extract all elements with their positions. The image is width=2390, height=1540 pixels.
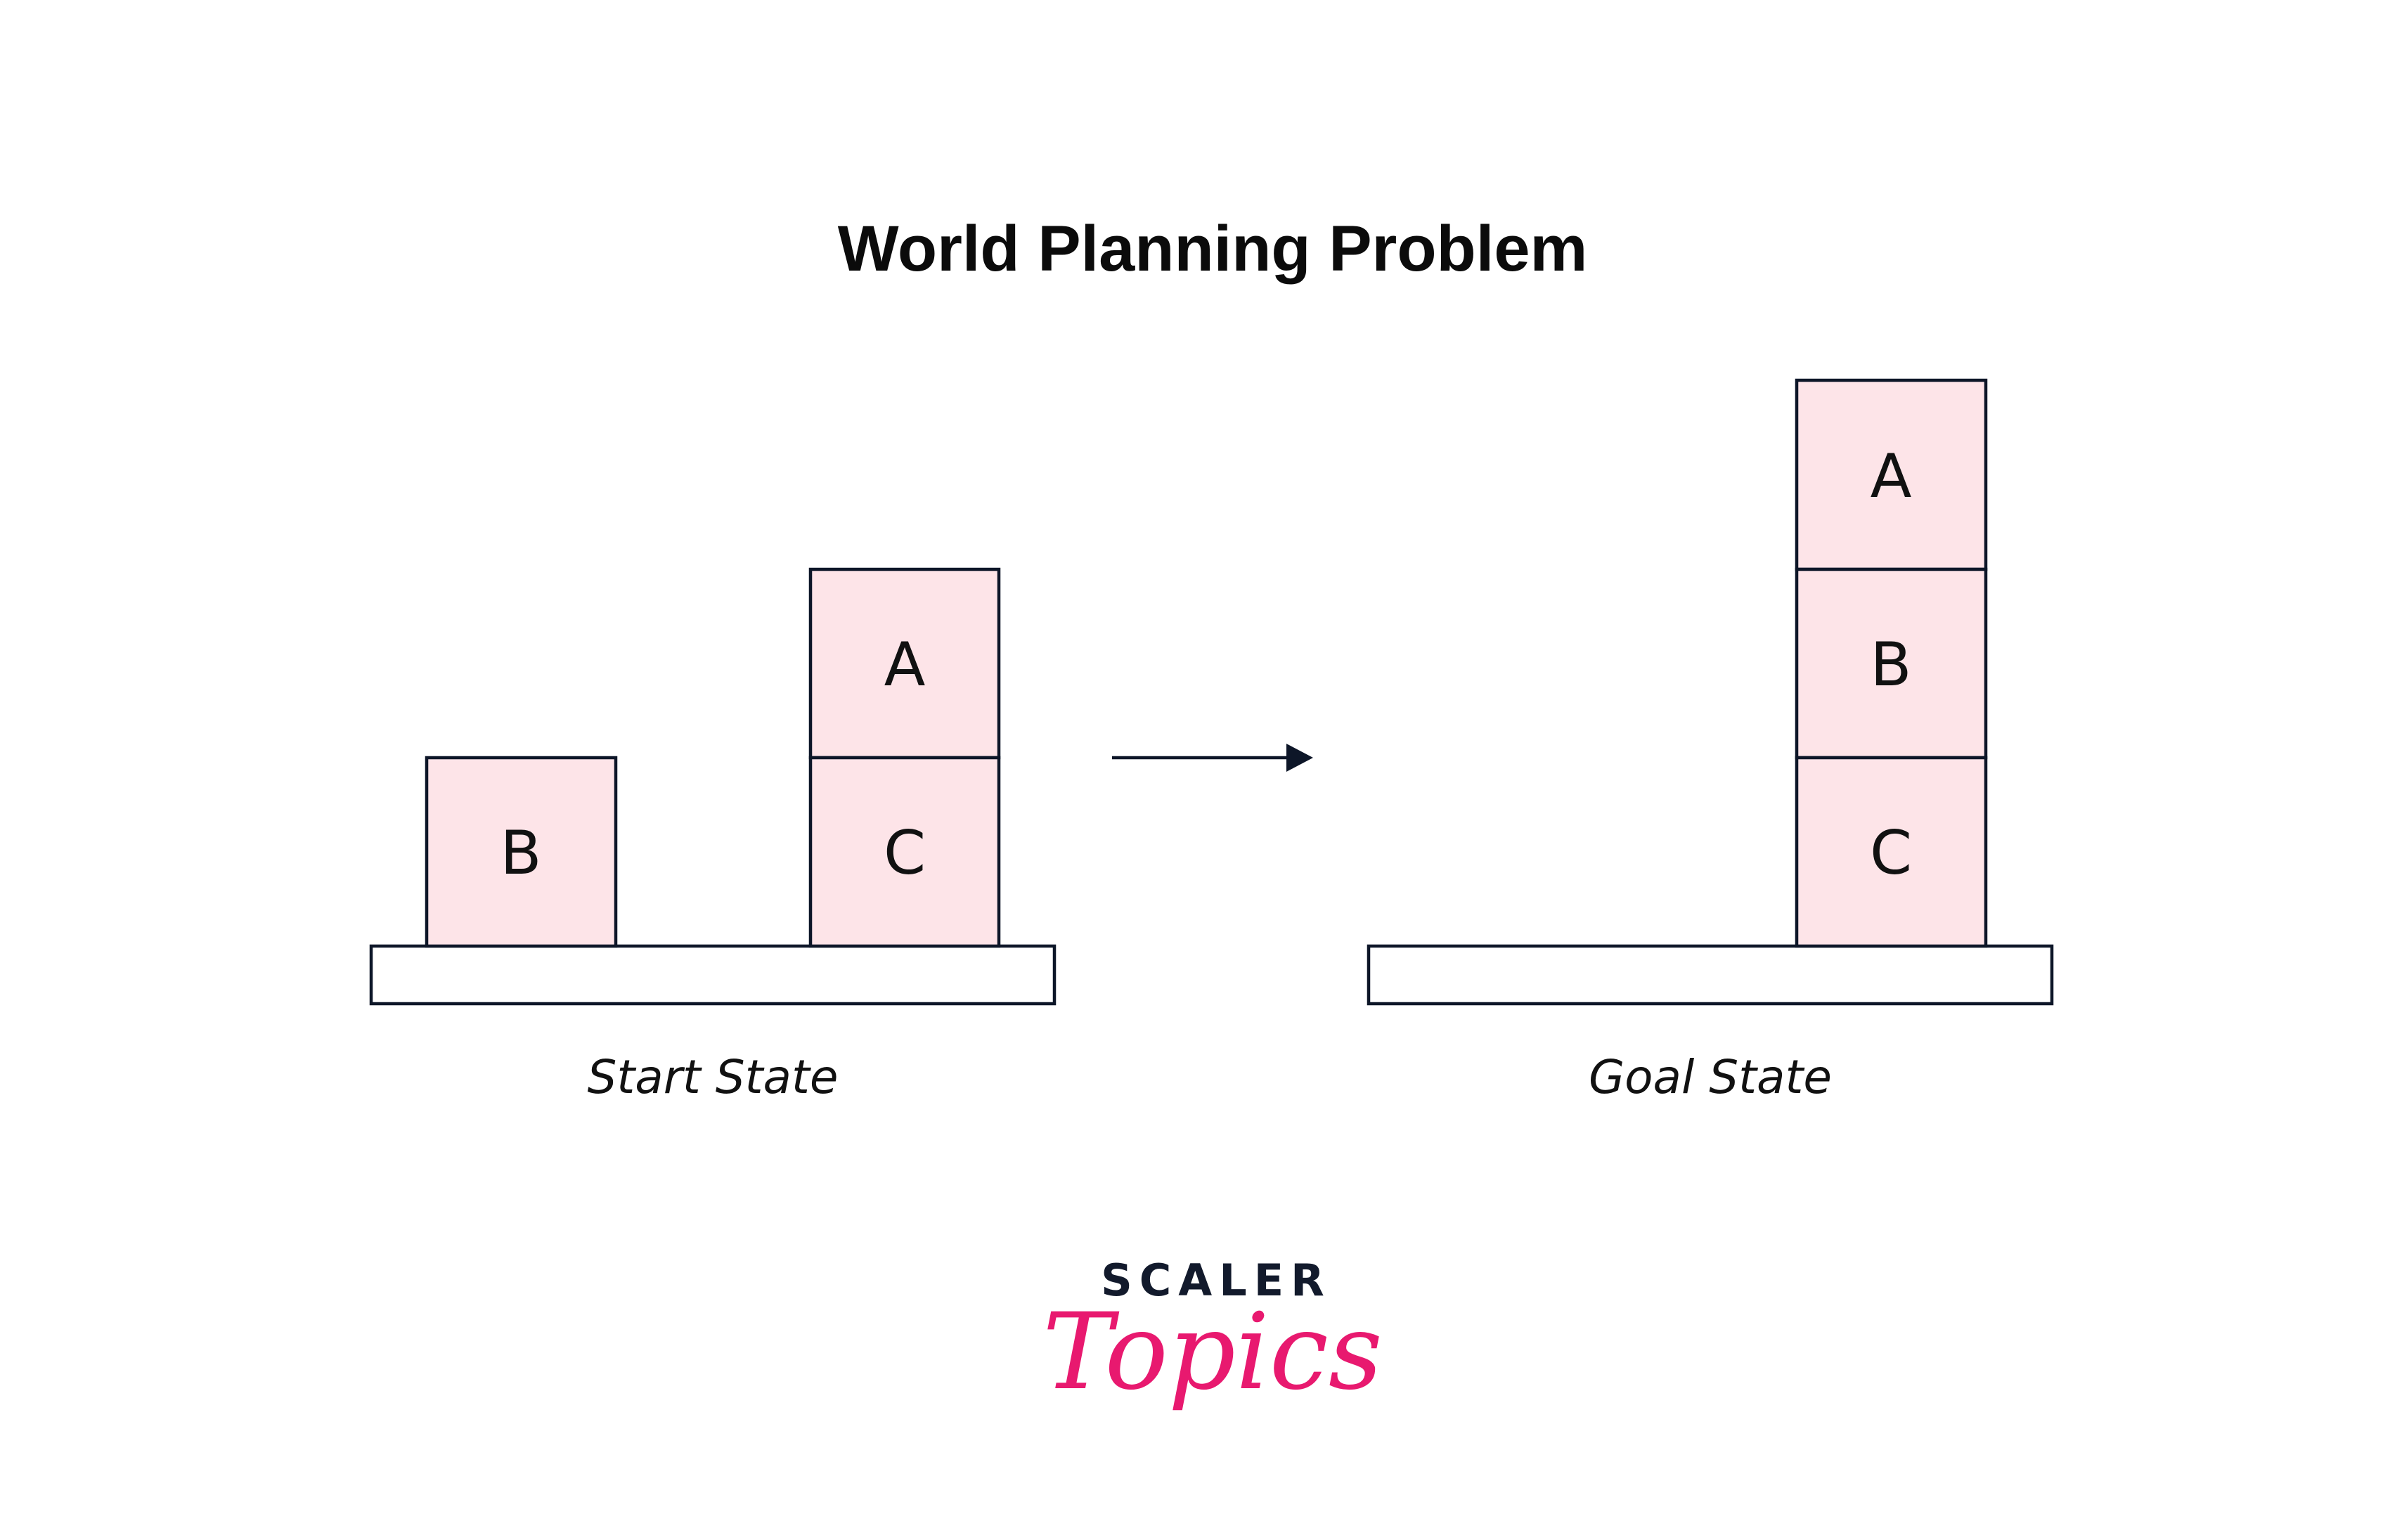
block-a: A bbox=[808, 567, 1001, 760]
block-label: C bbox=[1870, 818, 1912, 888]
block-label: A bbox=[884, 630, 926, 700]
start-state: B A C Start State bbox=[369, 567, 1057, 1104]
goal-state-label: Goal State bbox=[1589, 1050, 1832, 1104]
table-surface bbox=[1367, 944, 2054, 1006]
block-b: B bbox=[425, 756, 618, 948]
block-label: B bbox=[1871, 630, 1912, 700]
block-label: C bbox=[884, 818, 926, 888]
arrow-icon bbox=[1112, 744, 1313, 772]
diagram-title: World Planning Problem bbox=[838, 213, 1588, 285]
goal-state: A B C Goal State bbox=[1367, 378, 2054, 1104]
block-label: A bbox=[1871, 441, 1912, 512]
block-a: A bbox=[1795, 378, 1988, 571]
table-surface bbox=[369, 944, 1057, 1006]
block-label: B bbox=[500, 818, 542, 888]
scaler-topics-logo: SCALER Topics bbox=[1042, 1255, 1383, 1413]
block-c: C bbox=[808, 756, 1001, 948]
block-b: B bbox=[1795, 567, 1988, 760]
block-c: C bbox=[1795, 756, 1988, 948]
logo-topics: Topics bbox=[1042, 1291, 1383, 1413]
start-state-label: Start State bbox=[588, 1050, 839, 1104]
logo-scaler: SCALER bbox=[1101, 1255, 1331, 1306]
